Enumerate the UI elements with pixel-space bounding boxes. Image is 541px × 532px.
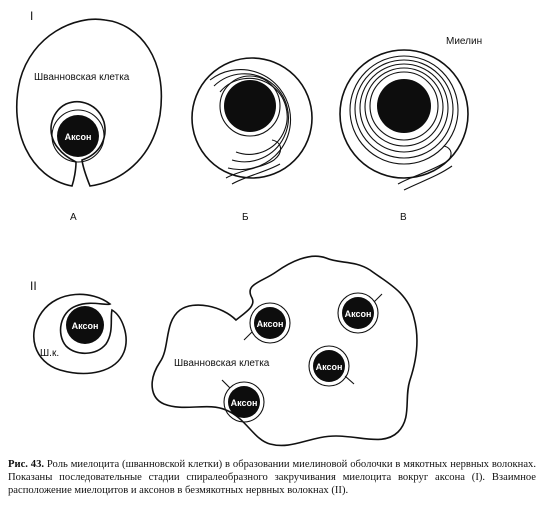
spiral-tail-b	[225, 139, 282, 179]
axon-membrane-2	[337, 292, 379, 334]
axon-label-multi-3: Аксон	[316, 362, 343, 372]
axon-label-single: Аксон	[72, 321, 99, 331]
schwann-inner-membrane-a	[51, 109, 105, 163]
axon-multi-1	[254, 307, 286, 339]
axon-label-multi-4: Аксон	[231, 398, 258, 408]
spiral-tail-c2	[403, 165, 453, 191]
axon-membrane-1	[249, 302, 291, 344]
spiral-layer-b2	[213, 73, 289, 163]
caption-text: Роль миелоцита (шванновской клетки) в об…	[8, 459, 536, 496]
stage-a: Аксон Шванновская клетка А	[16, 18, 163, 223]
axon-membrane-4	[223, 381, 265, 423]
myelin-layer-c1	[349, 55, 459, 165]
outer-ring-c	[339, 49, 469, 179]
myelin-layer-c2	[354, 59, 454, 159]
schwann-cell-outline-a	[16, 18, 163, 187]
myelin-layer-c4	[364, 67, 444, 147]
schwann-cell-multi: Аксон Аксон Аксон Аксон Шванновская клет…	[151, 255, 418, 447]
section-label-II: II	[30, 279, 37, 293]
schwann-cell-outline-multi	[151, 255, 418, 447]
schwann-cell-outline-single	[33, 293, 127, 375]
axon-label-multi-1: Аксон	[257, 319, 284, 329]
section-label-I: I	[30, 9, 33, 23]
spiral-tail-c	[397, 145, 452, 185]
axon-single	[66, 306, 104, 344]
axon-label-multi-2: Аксон	[345, 309, 372, 319]
mesaxon-4	[221, 379, 231, 389]
myelin-layer-c5	[369, 71, 439, 141]
myelin-label: Миелин	[446, 36, 482, 47]
stage-c: Миелин В	[339, 36, 482, 223]
stage-label-b: Б	[242, 212, 249, 223]
axon-label-a: Аксон	[65, 132, 92, 142]
stage-label-a: А	[70, 212, 77, 223]
mesaxon-3	[344, 375, 355, 385]
mesaxon-2	[373, 293, 383, 303]
figure-caption: Рис. 43. Роль миелоцита (шванновской кле…	[8, 458, 536, 497]
axon-multi-4	[228, 386, 260, 418]
axon-multi-3	[313, 350, 345, 382]
axon-c	[377, 79, 431, 133]
stage-label-c: В	[400, 212, 407, 223]
myelin-layer-c3	[359, 63, 449, 153]
outer-ring-b	[191, 57, 313, 179]
caption-prefix: Рис. 43.	[8, 459, 45, 470]
axon-multi-2	[342, 297, 374, 329]
mesaxon-1	[243, 331, 253, 341]
schwann-cell-label: Шванновская клетка	[34, 72, 130, 83]
inner-membrane-b	[219, 75, 281, 137]
schwann-cell-label-2: Шванновская клетка	[174, 358, 270, 369]
spiral-tail-b2	[231, 163, 281, 185]
schwann-cell-single: Аксон Ш.к.	[33, 293, 127, 375]
sh-k-label: Ш.к.	[40, 348, 59, 359]
axon-a	[57, 115, 99, 157]
axon-b	[224, 80, 276, 132]
spiral-layer-b3	[219, 77, 288, 155]
stage-b: Б	[191, 57, 313, 223]
axon-membrane-3	[308, 345, 350, 387]
